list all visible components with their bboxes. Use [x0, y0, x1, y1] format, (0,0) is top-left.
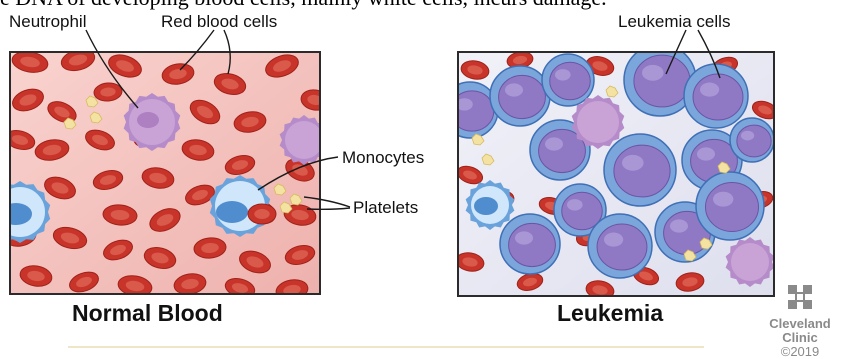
- leukemia-cell: [442, 82, 498, 138]
- cleveland-clinic-logo: Cleveland Clinic ©2019: [764, 284, 836, 359]
- red-blood-cell: [248, 204, 276, 224]
- neutrophil-label: Neutrophil: [9, 12, 87, 32]
- cleveland-clinic-mark-icon: [787, 284, 813, 310]
- leukemia-cell: [730, 118, 774, 162]
- leukemia-cell: [588, 214, 652, 278]
- monocytes-label: Monocytes: [342, 148, 424, 168]
- logo-line-1: Cleveland: [764, 317, 836, 331]
- normal-blood-panel: [0, 46, 331, 303]
- logo-line-2: Clinic: [764, 331, 836, 345]
- platelets-label: Platelets: [353, 198, 418, 218]
- divider-line: [68, 346, 704, 348]
- red-blood-cells-label: Red blood cells: [161, 12, 277, 32]
- leukemia-panel: [442, 44, 780, 301]
- logo-year: ©2019: [764, 345, 836, 359]
- leukemia-cell: [500, 214, 560, 274]
- normal-blood-title: Normal Blood: [72, 300, 223, 327]
- blood-comparison-illustration: [0, 0, 843, 350]
- leukemia-title: Leukemia: [557, 300, 663, 327]
- leukemia-cells-label: Leukemia cells: [618, 12, 730, 32]
- leukemia-cell: [490, 66, 550, 126]
- leukemia-cell: [604, 134, 676, 206]
- leukemia-cell: [696, 172, 764, 240]
- leukemia-cell: [684, 64, 748, 128]
